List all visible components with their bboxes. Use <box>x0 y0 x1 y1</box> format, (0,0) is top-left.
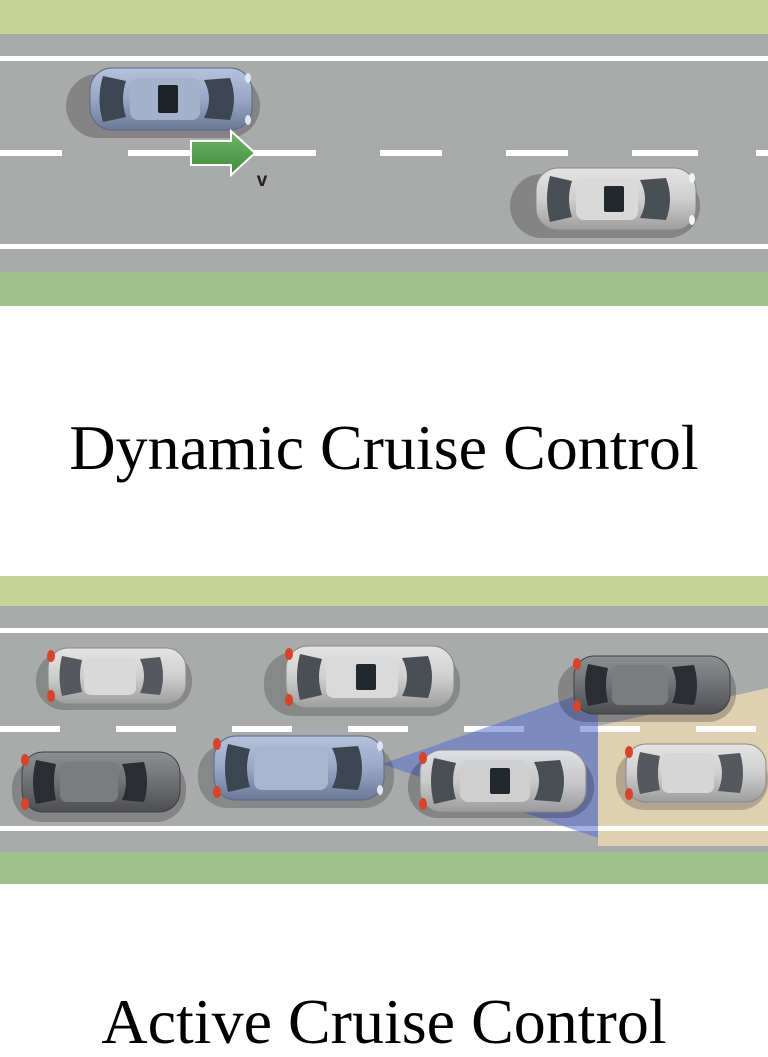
bottom-grass-verge <box>0 272 768 306</box>
road-scene-bottom <box>0 576 768 884</box>
car-lower-lane-4 <box>616 743 768 810</box>
active-cruise-control-diagram <box>0 576 768 884</box>
top-edge-line <box>0 628 768 633</box>
road-scene-top: v <box>0 0 768 306</box>
vehicle-ahead <box>510 167 700 238</box>
top-grass-verge <box>0 0 768 34</box>
dynamic-cruise-control-diagram: v <box>0 0 768 306</box>
car-upper-lane-1 <box>36 647 192 710</box>
own-vehicle <box>198 735 394 808</box>
own-vehicle <box>66 67 260 138</box>
car-upper-lane-3 <box>558 655 736 722</box>
speed-arrow <box>190 128 257 178</box>
car-lower-lane-1 <box>12 751 186 822</box>
caption-active-cruise-control: Active Cruise Control <box>101 986 667 1057</box>
top-grass-verge <box>0 576 768 606</box>
bottom-grass-verge <box>0 852 768 884</box>
speed-label: v <box>257 170 268 191</box>
bottom-edge-line <box>0 244 768 249</box>
bottom-edge-line <box>0 826 768 831</box>
vehicle-ahead <box>408 749 594 818</box>
caption-dynamic-cruise-control: Dynamic Cruise Control <box>69 412 699 483</box>
top-edge-line <box>0 56 768 61</box>
car-upper-lane-2 <box>264 645 460 716</box>
center-dashed-line <box>0 150 768 156</box>
